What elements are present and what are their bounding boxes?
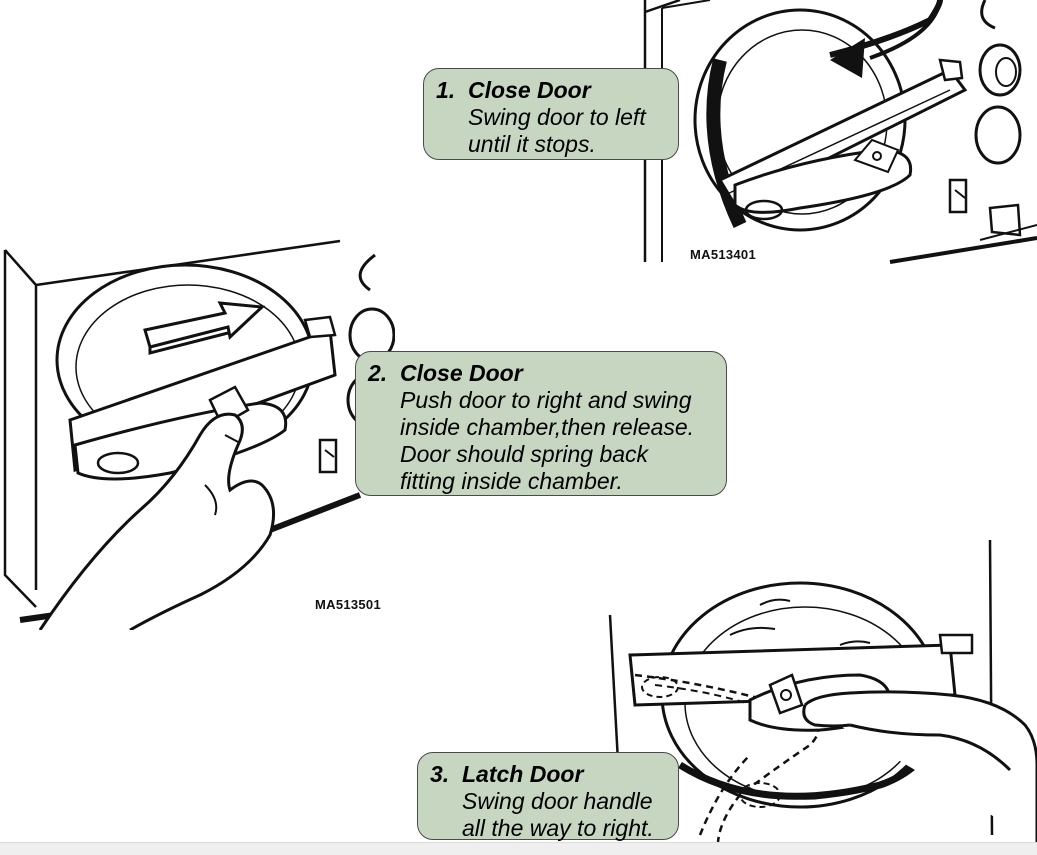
step-text: Swing door handle all the way to right.	[462, 788, 654, 841]
step-text: Swing door to left until it stops.	[468, 104, 646, 157]
step-heading: Latch Door	[462, 761, 584, 787]
figure-1-close-door	[640, 0, 1037, 270]
step-heading: Close Door	[468, 77, 591, 103]
step-1-callout: 1. Close Door Swing door to left until i…	[423, 68, 679, 160]
figure-2-close-door	[0, 235, 395, 630]
step-number: 2.	[368, 360, 388, 386]
figure-2-code: MA513501	[315, 597, 381, 612]
figure-3-latch-door	[600, 535, 1037, 842]
step-heading: Close Door	[400, 360, 523, 386]
bottom-scroll-edge	[0, 842, 1037, 855]
step-number: 1.	[436, 77, 456, 103]
figure-1-code: MA513401	[690, 247, 756, 262]
step-3-callout: 3. Latch Door Swing door handle all the …	[417, 752, 679, 841]
step-number: 3.	[430, 761, 450, 787]
step-text: Push door to right and swing inside cham…	[400, 387, 695, 494]
step-2-callout: 2. Close Door Push door to right and swi…	[355, 351, 727, 496]
